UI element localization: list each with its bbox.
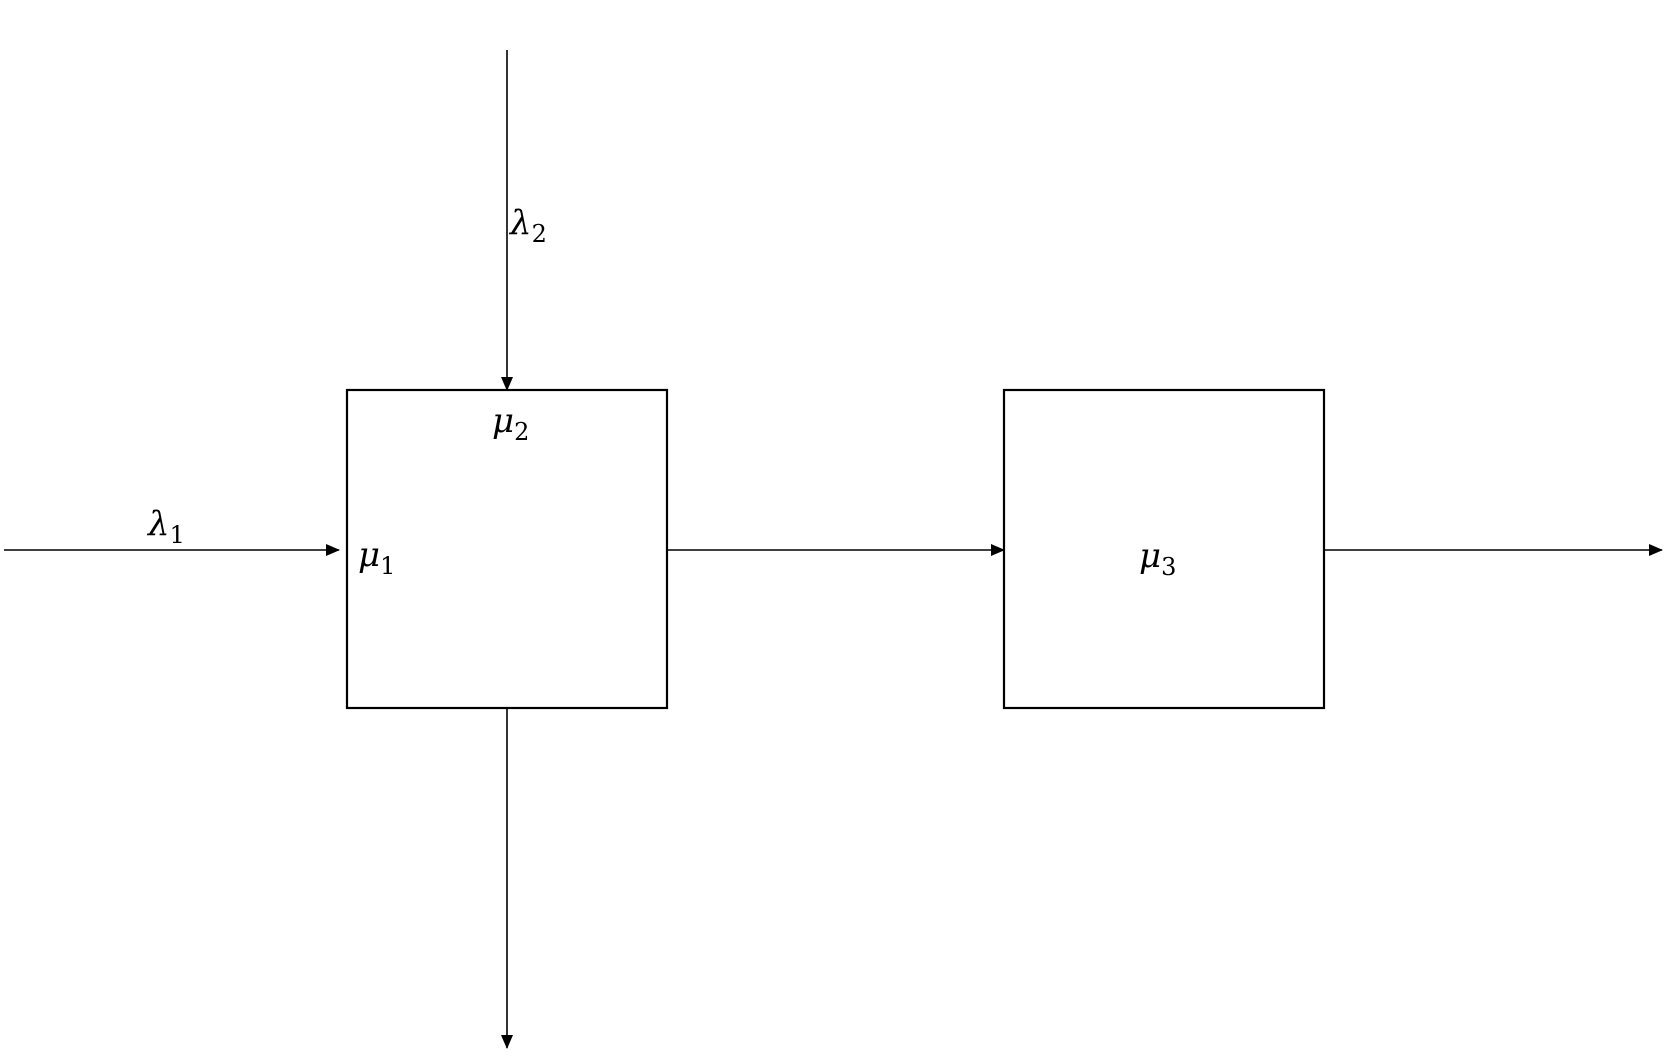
server-box-1 (345, 388, 669, 710)
mu1-label: μ1 (358, 535, 395, 580)
lambda1-label: λ1 (146, 504, 185, 549)
mu3-label: μ3 (1139, 536, 1176, 581)
lambda2-label: λ2 (508, 203, 547, 248)
server-box-3 (1002, 388, 1326, 710)
mu2-label: μ2 (492, 401, 529, 446)
